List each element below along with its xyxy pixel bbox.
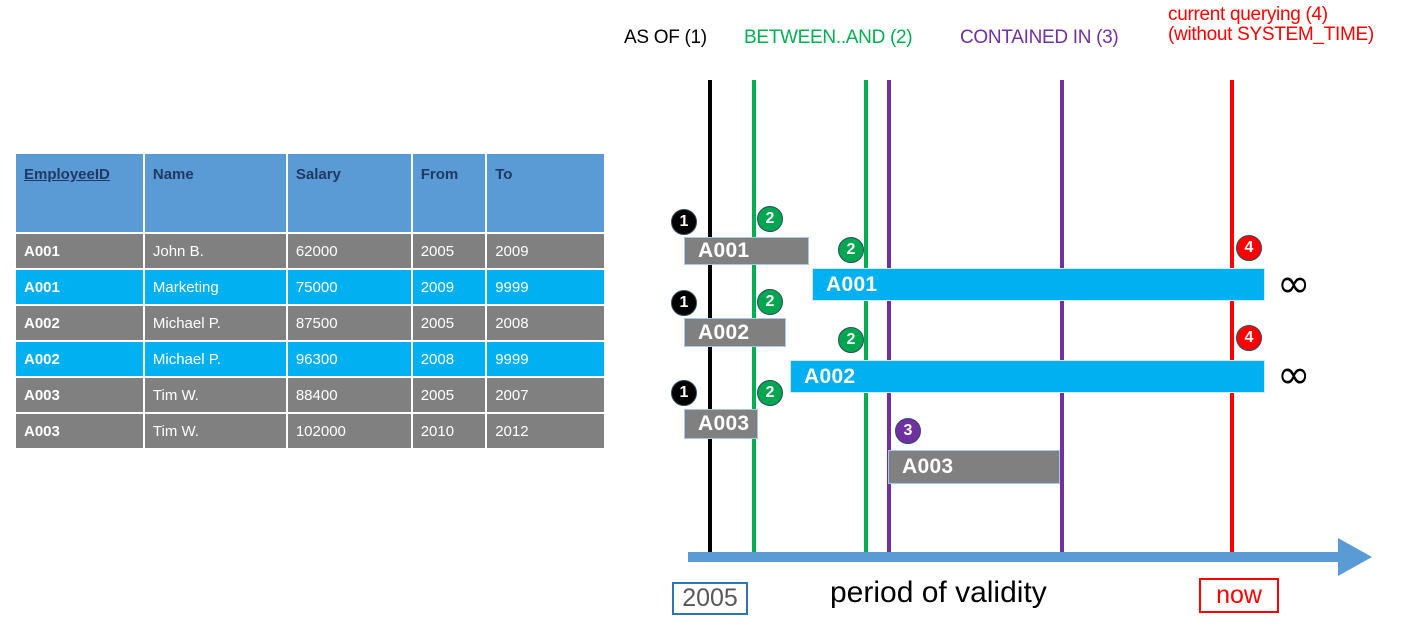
table-cell: 2012 bbox=[487, 414, 604, 448]
table-cell: A002 bbox=[16, 342, 143, 376]
time-axis-line bbox=[688, 552, 1340, 562]
bar-a001-current: A001 bbox=[812, 268, 1265, 301]
axis-caption: period of validity bbox=[830, 576, 1047, 609]
table-cell: 2009 bbox=[487, 234, 604, 268]
table-cell: A001 bbox=[16, 270, 143, 304]
column-header-name: Name bbox=[144, 154, 286, 232]
badge-4-a001: 4 bbox=[1236, 235, 1262, 261]
legend-contained-in: CONTAINED IN (3) bbox=[960, 27, 1119, 48]
bar-a003-second: A003 bbox=[888, 450, 1060, 484]
table-cell: 62000 bbox=[287, 234, 411, 268]
table-cell: A001 bbox=[16, 234, 143, 268]
table-cell: Tim W. bbox=[144, 414, 286, 448]
bar-a002-current: A002 bbox=[790, 360, 1265, 393]
contained-start-line bbox=[887, 80, 891, 558]
column-header-to: To bbox=[487, 154, 604, 232]
legend-current-line2: (without SYSTEM_TIME) bbox=[1168, 23, 1374, 45]
axis-start-label: 2005 bbox=[672, 582, 748, 615]
badge-4-a002: 4 bbox=[1236, 325, 1262, 351]
time-axis-arrow-icon bbox=[1338, 538, 1372, 576]
bar-label: A002 bbox=[698, 320, 750, 344]
legend-current-line1: current querying (4) bbox=[1168, 4, 1328, 25]
table-cell: 2005 bbox=[412, 306, 486, 340]
badge-2-a001: 2 bbox=[757, 206, 783, 232]
bar-a002-historic: A002 bbox=[684, 318, 786, 347]
table-cell: 87500 bbox=[287, 306, 411, 340]
bar-a003-historic: A003 bbox=[684, 409, 758, 439]
badge-3-a003: 3 bbox=[895, 418, 921, 444]
table-cell: Marketing bbox=[144, 270, 286, 304]
contained-end-line bbox=[1060, 80, 1064, 558]
table-cell: Michael P. bbox=[144, 306, 286, 340]
table-cell: Tim W. bbox=[144, 378, 286, 412]
table-cell: 2007 bbox=[487, 378, 604, 412]
table-cell: A003 bbox=[16, 414, 143, 448]
bar-label: A002 bbox=[804, 364, 856, 388]
badge-2-a002: 2 bbox=[757, 289, 783, 315]
legend-current-querying: current querying (4) (without SYSTEM_TIM… bbox=[1168, 5, 1374, 45]
table-cell: A002 bbox=[16, 306, 143, 340]
now-line bbox=[1230, 80, 1234, 558]
table-cell: 96300 bbox=[287, 342, 411, 376]
table-cell: 2008 bbox=[412, 342, 486, 376]
table-cell: A003 bbox=[16, 378, 143, 412]
bar-label: A001 bbox=[826, 272, 878, 296]
bar-label: A003 bbox=[698, 412, 750, 435]
table-cell: 9999 bbox=[487, 270, 604, 304]
table-cell: Michael P. bbox=[144, 342, 286, 376]
table-header-row: EmployeeID Name Salary From To bbox=[16, 154, 604, 232]
infinity-a001: ∞ bbox=[1277, 261, 1311, 307]
badge-1-a002: 1 bbox=[671, 290, 697, 316]
legend-between-and: BETWEEN..AND (2) bbox=[744, 27, 913, 48]
table-cell: 2010 bbox=[412, 414, 486, 448]
between-end-line bbox=[864, 80, 868, 558]
badge-2-a003: 2 bbox=[757, 380, 783, 406]
table-cell: 2009 bbox=[412, 270, 486, 304]
bar-a001-historic: A001 bbox=[684, 237, 809, 265]
badge-1-a003: 1 bbox=[671, 380, 697, 406]
column-header-salary: Salary bbox=[287, 154, 411, 232]
legend-as-of: AS OF (1) bbox=[624, 27, 707, 48]
axis-now-label: now bbox=[1199, 578, 1279, 613]
column-header-employeeid: EmployeeID bbox=[16, 154, 143, 232]
badge-1-a001: 1 bbox=[671, 209, 697, 235]
table-cell: John B. bbox=[144, 234, 286, 268]
table-cell: 88400 bbox=[287, 378, 411, 412]
bar-label: A003 bbox=[902, 455, 954, 478]
badge-2-a002-current: 2 bbox=[838, 327, 864, 353]
bar-label: A001 bbox=[698, 239, 750, 262]
table-cell: 2005 bbox=[412, 378, 486, 412]
table-cell: 102000 bbox=[287, 414, 411, 448]
table-cell: 9999 bbox=[487, 342, 604, 376]
column-header-from: From bbox=[412, 154, 486, 232]
table-cell: 2008 bbox=[487, 306, 604, 340]
infinity-a002: ∞ bbox=[1277, 352, 1311, 398]
table-cell: 2005 bbox=[412, 234, 486, 268]
badge-2-a001-current: 2 bbox=[838, 237, 864, 263]
table-cell: 75000 bbox=[287, 270, 411, 304]
